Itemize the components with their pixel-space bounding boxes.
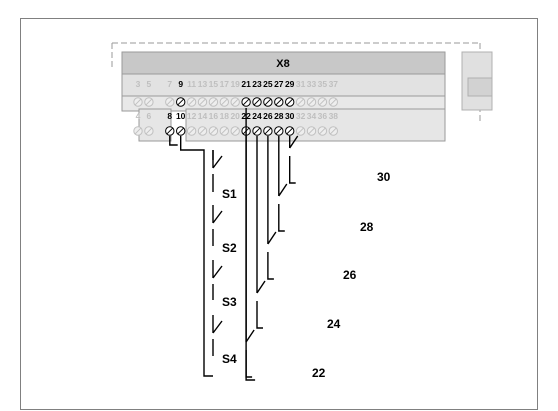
bottom-terminal-band-left [138, 108, 172, 142]
terminal-number-13: 13 [198, 79, 208, 89]
terminal-number-18: 18 [220, 111, 230, 121]
terminal-number-31: 31 [296, 79, 306, 89]
terminal-number-4: 4 [136, 111, 141, 121]
terminal-slot-10 [177, 127, 184, 135]
terminal-number-21: 21 [241, 79, 251, 89]
switch-s1 [212, 150, 223, 192]
terminal-slot-21 [242, 98, 250, 106]
switch-30 [289, 135, 299, 184]
terminal-number-19: 19 [230, 79, 240, 89]
terminal-slot-13 [199, 98, 206, 106]
terminal-slot-9 [177, 98, 184, 106]
terminal-slot-19 [232, 98, 239, 106]
terminal-slot-18 [221, 127, 228, 135]
terminal-number-12: 12 [187, 111, 197, 121]
terminal-slot-23 [253, 98, 261, 106]
terminal-slot-17 [221, 98, 228, 106]
terminal-number-24: 24 [252, 111, 262, 121]
terminal-number-6: 6 [147, 111, 152, 121]
wiring [169, 108, 299, 381]
terminal-number-27: 27 [274, 79, 284, 89]
terminal-slot-32 [297, 127, 304, 135]
switch-label-26: 26 [343, 268, 357, 282]
terminal-number-15: 15 [209, 79, 219, 89]
terminal-slot-16 [210, 127, 217, 135]
switch-label-s1: S1 [222, 187, 237, 201]
switch-label-28: 28 [360, 220, 374, 234]
terminal-slot-30 [286, 127, 293, 135]
switch-s2 [212, 205, 223, 246]
terminal-slot-25 [264, 98, 272, 106]
switch-s4 [212, 315, 223, 356]
terminal-number-28: 28 [274, 111, 284, 121]
terminal-slot-24 [253, 127, 261, 135]
switch-s3 [212, 260, 223, 300]
switch-label-22: 22 [312, 366, 326, 380]
terminal-slot-12 [188, 127, 195, 135]
terminal-slot-28 [275, 127, 282, 135]
terminal-slot-3 [134, 98, 142, 106]
terminal-slot-27 [275, 98, 282, 106]
switch-22 [245, 136, 255, 378]
terminal-slot-15 [210, 98, 217, 106]
terminal-slot-36 [319, 127, 326, 135]
switch-24 [256, 136, 266, 329]
bottom-terminal-band [185, 108, 446, 142]
terminal-slot-31 [297, 98, 304, 106]
terminal-number-29: 29 [285, 79, 295, 89]
connector-title: X8 [276, 58, 289, 70]
terminal-number-34: 34 [307, 111, 317, 121]
terminal-slot-29 [286, 98, 293, 106]
wire-8-bridge [169, 136, 178, 146]
terminal-number-37: 37 [329, 79, 339, 89]
terminal-slot-4 [134, 127, 142, 135]
terminal-slot-6 [145, 127, 153, 135]
switch-label-30: 30 [377, 170, 391, 184]
terminal-slot-5 [145, 98, 153, 106]
switch-label-s3: S3 [222, 295, 237, 309]
terminal-number-23: 23 [252, 79, 262, 89]
terminal-number-8: 8 [167, 111, 172, 121]
terminal-number-9: 9 [178, 79, 183, 89]
terminal-number-7: 7 [167, 79, 172, 89]
terminal-number-11: 11 [187, 79, 196, 89]
terminal-slot-26 [264, 127, 272, 135]
terminal-slot-38 [330, 127, 337, 135]
terminal-slot-35 [319, 98, 326, 106]
terminal-slot-20 [232, 127, 239, 135]
switch-label-24: 24 [327, 317, 341, 331]
terminal-number-36: 36 [318, 111, 328, 121]
switch-28 [278, 136, 288, 232]
wire-10-return [180, 136, 213, 377]
terminal-number-10: 10 [176, 111, 186, 121]
terminal-number-38: 38 [329, 111, 339, 121]
terminal-slot-11 [188, 98, 195, 106]
terminal-number-35: 35 [318, 79, 328, 89]
terminal-number-17: 17 [220, 79, 230, 89]
terminal-number-16: 16 [209, 111, 219, 121]
terminal-slot-8 [166, 127, 173, 135]
adjacent-connector [461, 51, 493, 111]
terminal-slot-33 [308, 98, 315, 106]
wire-21-common [245, 108, 256, 381]
switch-26 [267, 136, 277, 280]
terminal-number-14: 14 [198, 111, 208, 121]
switch-label-s2: S2 [222, 241, 237, 255]
terminal-number-32: 32 [296, 111, 306, 121]
terminal-slot-7 [166, 98, 173, 106]
switch-label-s4: S4 [222, 352, 237, 366]
terminal-number-20: 20 [230, 111, 240, 121]
terminal-number-3: 3 [136, 79, 141, 89]
terminal-slot-37 [330, 98, 337, 106]
terminal-number-30: 30 [285, 111, 295, 121]
terminal-number-26: 26 [263, 111, 273, 121]
terminal-slot-14 [199, 127, 206, 135]
terminal-number-25: 25 [263, 79, 273, 89]
terminal-slot-34 [308, 127, 315, 135]
terminal-number-33: 33 [307, 79, 317, 89]
terminal-number-5: 5 [147, 79, 152, 89]
